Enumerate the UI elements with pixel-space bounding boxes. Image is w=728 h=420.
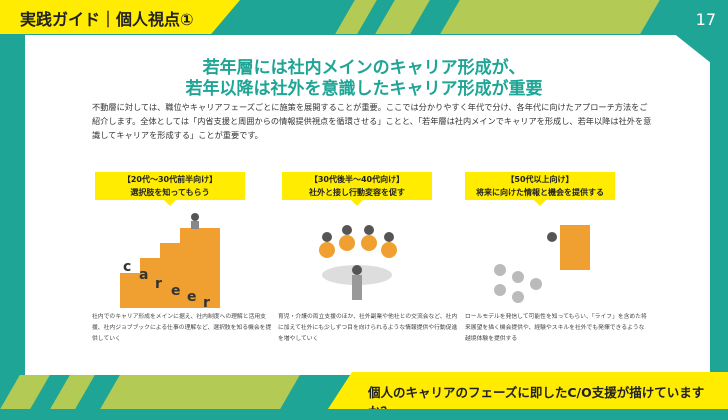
title-line: 若年層には社内メインのキャリア形成が、 [202,58,526,78]
intro-text: 不動層に対しては、職位やキャリアフェーズごとに施策を展開することが重要。ここでは… [92,102,652,140]
decor-stripe [50,375,95,409]
seminar-illustration [465,210,615,310]
career-letter: c [123,259,131,275]
page-title: 若年層には社内メインのキャリア形成が、若年以降は社外を意識したキャリア形成が重要 [0,58,728,100]
label-line: 社外と接し行動変容を促す [309,188,405,197]
column-description: 社内でのキャリア形成をメインに据え、社内制度への理解と活用支援、社内ジョブブック… [92,314,272,342]
page-number: 17 [695,10,716,29]
section-tag-label: 実践ガイド｜個人視点① [20,10,194,29]
label-line: 【50代以上向け】 [506,175,574,184]
career-letter: a [139,267,148,283]
column-label: 【50代以上向け】将来に向けた情報と機会を提供する [465,172,615,206]
column-50s: 【50代以上向け】将来に向けた情報と機会を提供する [465,172,615,310]
decor-stripe [375,0,430,34]
question-banner: 個人のキャリアのフェーズに即したC/O支援が描けていますか？ [328,372,728,409]
decor-stripe [100,375,300,409]
decor-stripe [440,0,660,34]
career-letter: e [171,283,181,299]
career-letter: r [155,276,162,292]
career-letter: e [187,289,197,305]
career-letter: r [203,295,210,308]
column-label: 【30代後半～40代向け】社外と接し行動変容を促す [282,172,432,206]
column-description: ロールモデルを発信して可能性を知ってもらい、「ライフ」を含めた将来展望を描く機会… [465,314,647,342]
label-line: 【20代～30代前半向け】 [122,175,218,184]
question-text: 個人のキャリアのフェーズに即したC/O支援が描けていますか？ [368,385,705,419]
label-line: 【30代後半～40代向け】 [309,175,405,184]
column-description: 育児・介護の両立支援のほか、社外副業や他社との交流会など、社内に加えて社外にも少… [278,314,458,342]
section-tag: 実践ガイド｜個人視点① [0,0,240,34]
label-line: 将来に向けた情報と機会を提供する [476,188,604,197]
title-line: 若年以降は社外を意識したキャリア形成が重要 [185,79,543,99]
label-line: 選択肢を知ってもらう [130,188,210,197]
content-panel [25,35,710,375]
column-label: 【20代～30代前半向け】選択肢を知ってもらう [95,172,245,206]
decor-stripe [335,0,377,34]
meeting-illustration [282,210,432,310]
column-30s-40s: 【30代後半～40代向け】社外と接し行動変容を促す [282,172,432,310]
decor-stripe [0,375,50,409]
